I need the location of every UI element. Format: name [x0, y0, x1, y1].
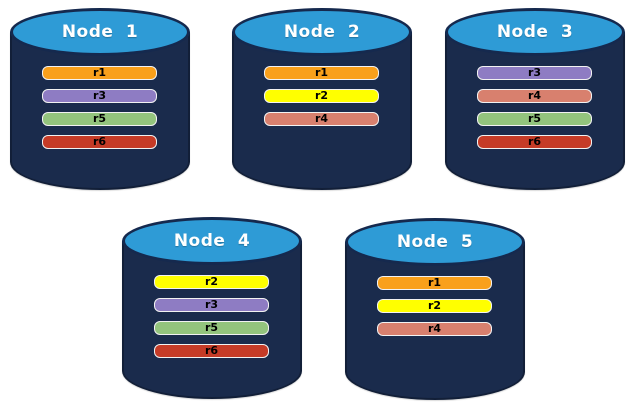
replica-bar: r1	[264, 66, 379, 80]
replica-bar: r5	[42, 112, 157, 126]
replica-list: r1 r2 r4	[377, 276, 492, 336]
database-cylinder-body	[122, 241, 302, 399]
database-cylinder-cap: Node 5	[345, 218, 525, 266]
node-5: Node 5 r1 r2 r4	[345, 218, 525, 400]
database-cylinder-body	[10, 32, 190, 190]
database-cylinder-cap: Node 1	[10, 8, 190, 56]
replica-bar: r6	[42, 135, 157, 149]
database-cylinder-body	[445, 32, 625, 190]
replica-list: r3 r4 r5 r6	[477, 66, 592, 149]
replica-list: r2 r3 r5 r6	[154, 275, 269, 358]
node-3: Node 3 r3 r4 r5 r6	[445, 8, 625, 190]
database-cylinder-cap: Node 2	[232, 8, 412, 56]
replica-bar: r1	[377, 276, 492, 290]
database-cylinder-cap: Node 4	[122, 217, 302, 265]
node-title: Node 4	[173, 231, 251, 251]
node-title: Node 5	[396, 232, 474, 252]
replica-bar: r5	[154, 321, 269, 335]
replica-list: r1 r2 r4	[264, 66, 379, 126]
replica-bar: r1	[42, 66, 157, 80]
replica-bar: r4	[477, 89, 592, 103]
replica-list: r1 r3 r5 r6	[42, 66, 157, 149]
node-title: Node 3	[496, 22, 574, 42]
node-4: Node 4 r2 r3 r5 r6	[122, 217, 302, 399]
replica-bar: r6	[154, 344, 269, 358]
replica-bar: r2	[377, 299, 492, 313]
replica-bar: r2	[154, 275, 269, 289]
node-title: Node 2	[283, 22, 361, 42]
node-title: Node 1	[61, 22, 139, 42]
replica-bar: r2	[264, 89, 379, 103]
node-2: Node 2 r1 r2 r4	[232, 8, 412, 190]
replica-bar: r4	[377, 322, 492, 336]
replica-bar: r4	[264, 112, 379, 126]
replica-bar: r3	[477, 66, 592, 80]
replica-bar: r5	[477, 112, 592, 126]
replica-bar: r6	[477, 135, 592, 149]
node-1: Node 1 r1 r3 r5 r6	[10, 8, 190, 190]
database-cylinder-body	[232, 32, 412, 190]
replica-bar: r3	[154, 298, 269, 312]
replica-bar: r3	[42, 89, 157, 103]
database-cylinder-body	[345, 242, 525, 400]
database-cylinder-cap: Node 3	[445, 8, 625, 56]
